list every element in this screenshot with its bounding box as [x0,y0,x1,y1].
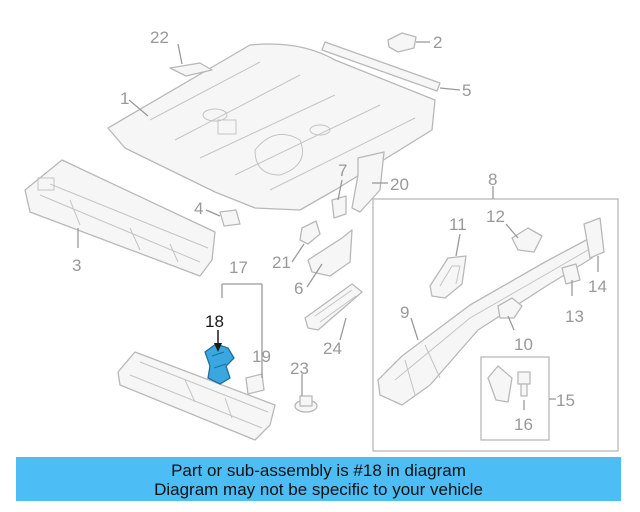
callout-20: 20 [390,175,409,194]
part-11-pad [429,255,467,299]
caption-banner: Part or sub-assembly is #18 in diagram D… [16,457,621,501]
callout-18: 18 [205,312,224,331]
callout-8: 8 [488,170,497,189]
callout-13: 13 [565,307,584,326]
callout-4: 4 [194,199,203,218]
part-18-highlighted [204,343,235,385]
part-4-clip [219,209,241,227]
part-21-grommet [299,220,321,245]
part-5-crossmember [321,41,441,92]
callout-17: 17 [229,258,248,277]
part-17-panel [117,351,276,441]
callout-2: 2 [433,33,442,52]
part-14-plate [583,217,605,259]
callout-7: 7 [338,161,347,180]
part-10-clip [497,297,523,319]
part-13-bracket [561,263,581,285]
part-9-side-frame [377,237,593,406]
caption-line-2: Diagram may not be specific to your vehi… [154,480,483,499]
group-8-frame [372,198,619,452]
callout-19: 19 [252,347,271,366]
callout-14: 14 [588,277,607,296]
callout-5: 5 [462,81,471,100]
part-15-bracket [487,365,513,403]
callout-11: 11 [449,215,467,234]
callout-21: 21 [272,253,291,272]
part-1-floor-pan [107,43,436,211]
callout-9: 9 [400,303,409,322]
callout-15: 15 [556,391,575,410]
callout-12: 12 [486,207,505,226]
callout-22: 22 [150,28,169,47]
parts-diagram: 22 2 5 1 3 4 7 20 21 6 24 23 17 18 19 8 … [24,28,619,452]
leader-lines [77,41,599,410]
part-24-reinforcement [304,283,363,331]
part-22-pad [169,62,213,77]
part-20-pillar [351,151,385,213]
callout-6: 6 [294,279,303,298]
callout-3: 3 [72,256,81,275]
callout-1: 1 [120,89,129,108]
part-12-bracket [511,227,543,253]
part-7-bracket [331,195,347,219]
callout-23: 23 [290,359,309,378]
callout-16: 16 [514,415,533,434]
part-2-bracket [387,32,417,53]
part-16-bolt [517,371,531,397]
callout-24: 24 [323,339,342,358]
part-3-rear-panel [24,159,216,277]
part-6-bracket [307,229,353,277]
part-19-stay [245,373,265,395]
caption-line-1: Part or sub-assembly is #18 in diagram [171,461,466,480]
part-23-plug [294,395,318,413]
callout-10: 10 [514,335,533,354]
